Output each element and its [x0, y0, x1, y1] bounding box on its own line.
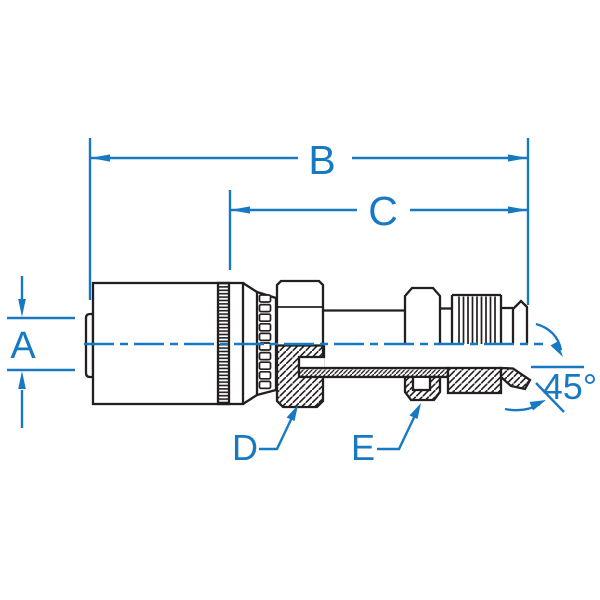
section-view	[275, 344, 532, 409]
angle-arc-upper	[535, 322, 563, 351]
dimension-c: C	[228, 188, 528, 270]
label-e: E	[351, 427, 375, 468]
dim-b-arrow-right	[508, 154, 528, 162]
leader-e-line	[377, 406, 421, 451]
fitting-outline	[84, 279, 529, 406]
leader-d: D	[232, 405, 298, 468]
hex-nut-d-upper	[275, 279, 325, 344]
leader-d-arrow	[286, 405, 298, 421]
collar-slot	[258, 332, 272, 342]
flare-tip-upper	[511, 299, 529, 344]
hex-relief-edges	[297, 345, 326, 368]
angle-annotation: 45°	[504, 322, 597, 413]
angle-arc-upper-arrow	[550, 341, 563, 357]
label-a: A	[10, 325, 36, 367]
dim-b-arrow-left	[90, 154, 110, 162]
leader-d-line	[259, 408, 298, 451]
tube-wall-section	[297, 366, 450, 379]
collar-slot	[258, 351, 272, 361]
flare-section	[499, 366, 532, 391]
nut-e-thread-relief	[413, 378, 430, 390]
angle-arc-lower-arrow	[529, 400, 546, 411]
dim-c-arrow-right	[508, 206, 528, 214]
thread-crests	[458, 296, 496, 344]
label-c: C	[368, 188, 398, 234]
collar-slot	[258, 361, 272, 371]
collar-slot	[258, 294, 272, 303]
dim-a-arrow-top	[18, 299, 26, 317]
cone-bottom-edge	[242, 394, 258, 405]
dim-c-arrow-left	[230, 206, 250, 214]
collar-slot	[258, 322, 272, 332]
dimension-a: A	[7, 276, 75, 428]
label-angle: 45°	[543, 366, 597, 407]
nut-e-relief-edges	[411, 377, 432, 392]
leader-e: E	[351, 403, 421, 468]
dim-a-arrow-bottom	[18, 371, 26, 389]
label-d: D	[232, 427, 258, 468]
collar-slot	[258, 380, 272, 390]
collar-slot	[258, 370, 272, 380]
thread-section	[450, 293, 503, 344]
dimension-b: B	[88, 137, 530, 305]
cone-top-edge	[242, 282, 258, 293]
collar-slot	[258, 313, 272, 323]
thread-wall-section	[446, 366, 503, 395]
end-cap	[84, 312, 95, 379]
tube-nut-e-upper	[403, 286, 442, 344]
angle-ref-slanted	[535, 382, 565, 413]
collar-slot	[258, 303, 272, 313]
label-b: B	[308, 137, 335, 183]
leader-e-arrow	[409, 403, 421, 419]
annotations: B C A D	[7, 137, 597, 468]
hex-thread-relief	[299, 357, 324, 368]
